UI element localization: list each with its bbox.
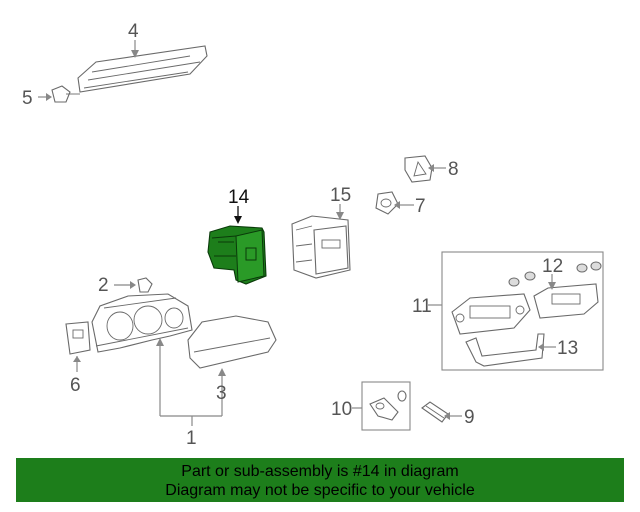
part-1-cluster[interactable]: [91, 293, 193, 353]
part-13-bezel[interactable]: [465, 333, 545, 367]
banner-line-2: Diagram may not be specific to your vehi…: [165, 482, 475, 499]
callout-11: 11: [412, 296, 432, 317]
part-8-bracket[interactable]: [404, 155, 433, 183]
callout-9: 9: [464, 407, 475, 428]
callout-7: 7: [415, 196, 426, 217]
callout-6: 6: [70, 375, 81, 396]
callout-12: 12: [542, 256, 563, 277]
part-5-screw[interactable]: [51, 85, 80, 103]
part-15-switch[interactable]: [291, 215, 351, 279]
callout-15: 15: [330, 185, 351, 206]
part-7-socket[interactable]: [375, 191, 399, 215]
part-6-connector[interactable]: [65, 321, 91, 355]
part-10-bracket[interactable]: [369, 390, 407, 421]
part-2-screw[interactable]: [137, 277, 153, 293]
part-4-trim-panel[interactable]: [77, 45, 208, 93]
callout-3: 3: [216, 383, 227, 404]
callout-14: 14: [228, 187, 250, 208]
callout-5: 5: [22, 88, 33, 109]
banner-line-1: Part or sub-assembly is #14 in diagram: [181, 463, 459, 480]
callout-1: 1: [186, 428, 197, 449]
callout-10: 10: [331, 399, 352, 420]
callout-2: 2: [98, 275, 109, 296]
info-banner: Part or sub-assembly is #14 in diagram D…: [16, 458, 624, 502]
callout-4: 4: [128, 21, 139, 42]
part-10-box: [361, 381, 411, 431]
part-12-control-panel[interactable]: [508, 261, 602, 319]
sub-assembly-box: [441, 251, 604, 371]
callout-13: 13: [557, 338, 578, 359]
part-11-control-panel[interactable]: [451, 293, 531, 335]
part-3-lens[interactable]: [187, 315, 277, 369]
part-14-switch[interactable]: [207, 225, 267, 285]
callout-8: 8: [448, 159, 459, 180]
part-9-bulb[interactable]: [421, 401, 449, 423]
